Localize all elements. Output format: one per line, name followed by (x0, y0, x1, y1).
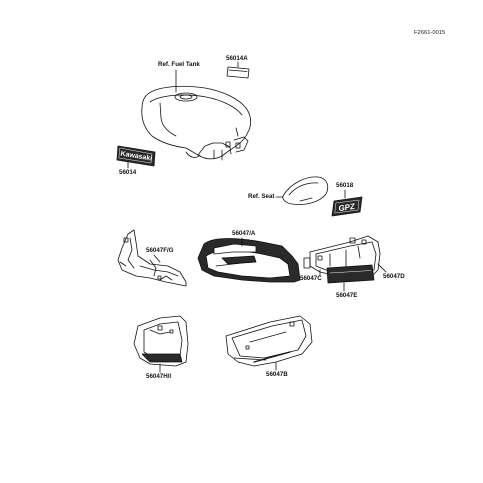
fuel-tank-outline (141, 85, 252, 161)
label-56018: 56018 (336, 182, 354, 189)
fairing-side-56047A (197, 238, 301, 283)
label-56014A: 56014A (226, 55, 248, 62)
label-56047A: 56047/A (232, 230, 256, 237)
decal-56018-gpz (331, 196, 363, 217)
label-56047B: 56047B (266, 371, 288, 378)
label-56014: 56014 (119, 169, 137, 176)
fairing-lower-56047HI (133, 315, 189, 367)
kawasaki-decal-text: Kawasaki (120, 151, 153, 163)
label-ref-fuel-tank: Ref. Fuel Tank (158, 61, 200, 68)
figure-code: F2661-0015 (414, 30, 446, 36)
gpz-decal-text: GPZ (338, 202, 357, 213)
seat-cowl (282, 176, 329, 205)
label-ref-seat: Ref. Seat (248, 193, 275, 200)
label-56047HI: 56047H/I (146, 373, 172, 380)
fairing-inner-56047FG (117, 229, 187, 287)
label-56047D: 56047D (383, 273, 405, 280)
fairing-lower-56047B (225, 315, 313, 367)
stripe-56047E (326, 264, 375, 284)
label-56047C: 56047C (300, 275, 322, 282)
decal-56014A (226, 66, 250, 79)
label-56047E: 56047E (336, 292, 358, 299)
decal-56014-kawasaki (116, 145, 156, 167)
label-56047FG: 56047F/G (146, 247, 174, 254)
